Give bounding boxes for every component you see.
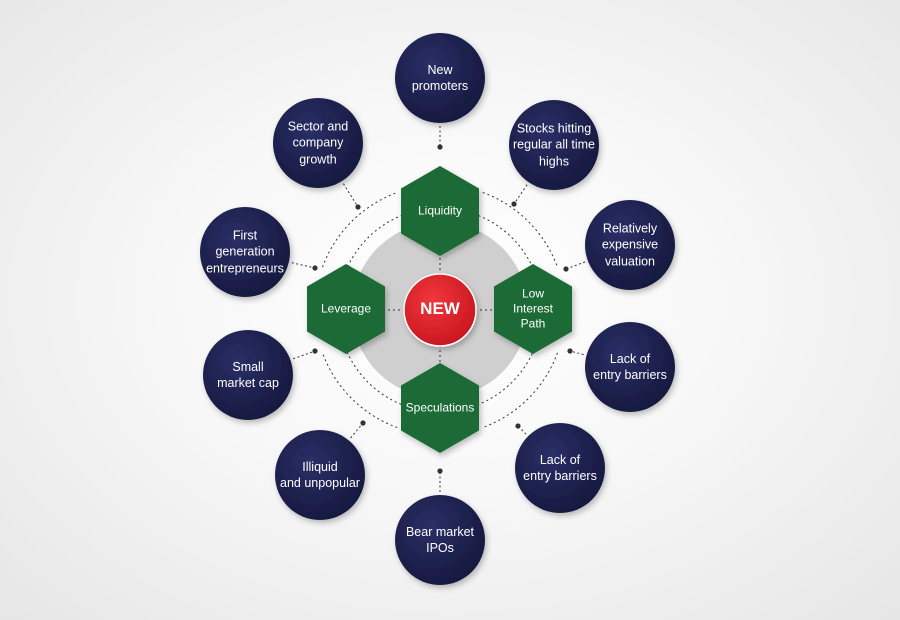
hexagon-liquidity [401,166,479,256]
connector-dot [312,348,318,354]
connector-line [513,184,528,205]
connector-dot [355,204,361,210]
factor-circle-1 [395,33,485,123]
connector-dot [312,265,318,271]
factor-circle-4 [585,322,675,412]
connector-line [293,350,316,360]
center-circle [403,273,477,347]
factor-circle-2 [509,100,599,190]
connector-line [565,261,586,270]
factor-circle-7 [275,430,365,520]
factor-circle-6 [395,495,485,585]
connector-dot [567,348,573,354]
connector-dot [511,201,517,207]
outer-arc [482,352,558,428]
connector-dot [437,144,443,150]
factor-circle-10 [273,98,363,188]
hexagon-leverage [307,264,385,354]
connector-line [342,183,359,208]
factor-circle-8 [203,330,293,420]
outer-arc [482,192,558,268]
factor-circle-9 [200,207,290,297]
connector-dot [515,423,521,429]
outer-arc [322,192,398,268]
connector-line [350,422,364,439]
connector-dot [437,468,443,474]
outer-arc [322,352,398,428]
hexagon-speculations [401,363,479,453]
center-label: NEW [420,299,460,318]
connector-dot [360,420,366,426]
factor-circle-5 [515,423,605,513]
hexagon-low-interest-path [494,264,572,354]
factor-circle-3 [585,200,675,290]
connector-line [291,262,316,269]
connector-dot [563,266,569,272]
